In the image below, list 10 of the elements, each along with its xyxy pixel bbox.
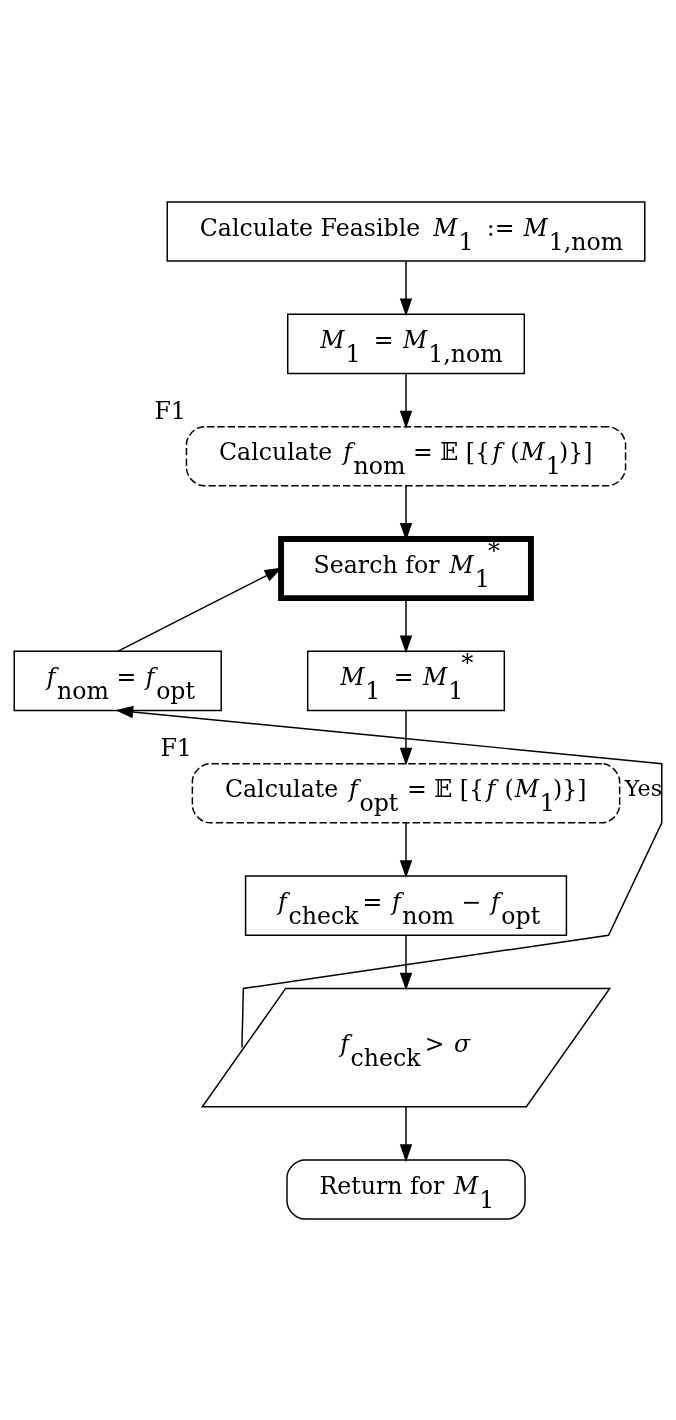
arrow [399, 821, 413, 878]
arrow [399, 1105, 413, 1162]
node-label: F1 [154, 396, 186, 425]
node-label: F1 [160, 733, 192, 762]
edge-label: Yes [624, 774, 663, 801]
arrow [399, 934, 413, 990]
arrow [399, 259, 413, 316]
arrow [399, 372, 413, 428]
arrow [399, 709, 413, 766]
arrow [115, 705, 663, 1048]
